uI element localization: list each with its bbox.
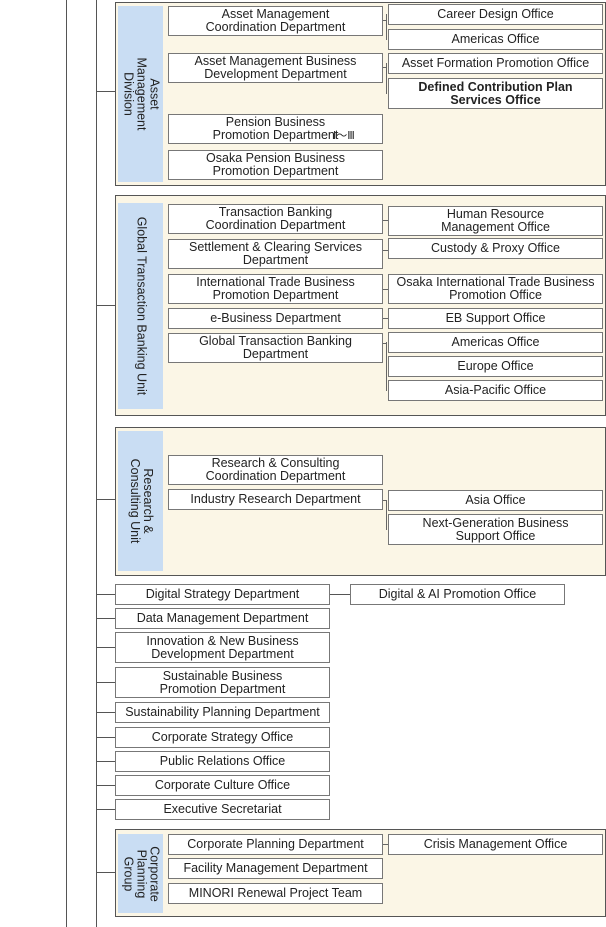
connector: [96, 618, 115, 619]
dept-osaka-pension-business-promotion: Osaka Pension Business Promotion Departm…: [168, 150, 383, 180]
connector: [383, 20, 387, 21]
dept-transaction-banking-coordination: Transaction Banking Coordination Departm…: [168, 204, 383, 234]
connector: [383, 250, 388, 251]
connector: [96, 761, 115, 762]
dept-sustainability-planning: Sustainability Planning Department: [115, 702, 330, 723]
office-asia: Asia Office: [388, 490, 603, 511]
connector: [383, 500, 387, 501]
global-transaction-banking-unit-label: Global Transaction Banking Unit: [118, 203, 163, 409]
connector: [383, 289, 388, 290]
pension-dept-name: Pension Business Promotion Department: [212, 115, 339, 142]
office-americas-gtb: Americas Office: [388, 332, 603, 353]
connector: [383, 220, 388, 221]
dept-innovation-new-business: Innovation & New Business Development De…: [115, 632, 330, 663]
connector: [96, 594, 115, 595]
dept-corporate-planning: Corporate Planning Department: [168, 834, 383, 855]
connector: [383, 67, 387, 68]
office-crisis-management: Crisis Management Office: [388, 834, 603, 855]
dept-settlement-clearing-services: Settlement & Clearing Services Departmen…: [168, 239, 383, 269]
dept-executive-secretariat: Executive Secretariat: [115, 799, 330, 820]
office-defined-contribution-plan: Defined Contribution Plan Services Offic…: [388, 78, 603, 109]
inner-spine: [96, 0, 97, 927]
office-digital-ai-promotion: Digital & AI Promotion Office: [350, 584, 565, 605]
dept-industry-research: Industry Research Department: [168, 489, 383, 510]
office-eb-support: EB Support Office: [388, 308, 603, 329]
dept-data-management: Data Management Department: [115, 608, 330, 629]
office-human-resource-management: Human Resource Management Office: [388, 206, 603, 236]
connector: [96, 499, 115, 500]
office-next-generation-business-support: Next-Generation Business Support Office: [388, 514, 603, 545]
dept-sustainable-business-promotion: Sustainable Business Promotion Departmen…: [115, 667, 330, 698]
office-corporate-strategy: Corporate Strategy Office: [115, 727, 330, 748]
research-consulting-unit-label: Research & Consulting Unit: [118, 431, 163, 571]
connector: [386, 14, 387, 40]
connector: [96, 785, 115, 786]
connector: [96, 682, 115, 683]
connector: [383, 318, 388, 319]
connector: [386, 63, 387, 94]
dept-global-transaction-banking: Global Transaction Banking Department: [168, 333, 383, 363]
office-career-design: Career Design Office: [388, 4, 603, 25]
outer-spine: [66, 0, 67, 927]
dept-facility-management: Facility Management Department: [168, 858, 383, 879]
office-custody-proxy: Custody & Proxy Office: [388, 238, 603, 259]
dept-international-trade-business: International Trade Business Promotion D…: [168, 274, 383, 304]
dept-digital-strategy: Digital Strategy Department: [115, 584, 330, 605]
dept-pension-business-promotion: Pension Business Promotion Department Ⅰ〜…: [168, 114, 383, 144]
office-asset-formation-promotion: Asset Formation Promotion Office: [388, 53, 603, 74]
connector: [386, 500, 387, 530]
dept-research-consulting-coordination: Research & Consulting Coordination Depar…: [168, 455, 383, 485]
connector: [96, 809, 115, 810]
asset-management-division-label: Asset Management Division: [118, 6, 163, 182]
connector: [96, 872, 115, 873]
office-public-relations: Public Relations Office: [115, 751, 330, 772]
corporate-planning-group-label: Corporate Planning Group: [118, 834, 163, 913]
office-osaka-international-trade: Osaka International Trade Business Promo…: [388, 274, 603, 304]
connector: [96, 91, 115, 92]
office-corporate-culture: Corporate Culture Office: [115, 775, 330, 796]
dept-asset-management-business-development: Asset Management Business Development De…: [168, 53, 383, 83]
dept-e-business: e-Business Department: [168, 308, 383, 329]
office-americas-am: Americas Office: [388, 29, 603, 50]
connector: [96, 737, 115, 738]
team-minori-renewal-project: MINORI Renewal Project Team: [168, 883, 383, 904]
connector: [330, 594, 350, 595]
connector: [383, 343, 387, 344]
office-asia-pacific: Asia-Pacific Office: [388, 380, 603, 401]
office-europe: Europe Office: [388, 356, 603, 377]
dept-asset-management-coordination: Asset Management Coordination Department: [168, 6, 383, 36]
connector: [96, 305, 115, 306]
connector: [96, 712, 115, 713]
pension-dept-suffix: Ⅰ〜Ⅲ: [333, 130, 355, 142]
connector: [386, 342, 387, 391]
connector: [383, 844, 388, 845]
connector: [96, 647, 115, 648]
